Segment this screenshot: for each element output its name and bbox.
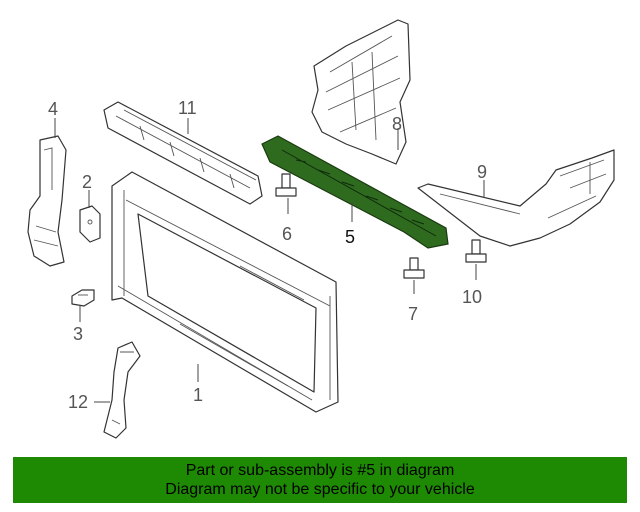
part-3-bolt[interactable] bbox=[71, 289, 95, 307]
callout-9: 9 bbox=[477, 162, 487, 182]
part-6-screw[interactable] bbox=[275, 173, 297, 197]
part-7-fastener[interactable] bbox=[403, 257, 425, 279]
callout-4: 4 bbox=[48, 99, 58, 119]
callout-2: 2 bbox=[82, 172, 92, 192]
callout-6: 6 bbox=[282, 224, 292, 244]
callout-1: 1 bbox=[193, 385, 203, 405]
callout-3: 3 bbox=[73, 324, 83, 344]
callout-10: 10 bbox=[462, 287, 482, 307]
banner-line-1: Part or sub-assembly is #5 in diagram bbox=[185, 462, 455, 479]
callout-7: 7 bbox=[408, 304, 418, 324]
part-9-lower-deflector[interactable] bbox=[417, 149, 615, 247]
part-1-radiator-support[interactable] bbox=[111, 171, 339, 413]
callout-8: 8 bbox=[392, 114, 402, 134]
callout-12: 12 bbox=[68, 392, 88, 412]
part-2-bracket[interactable] bbox=[79, 205, 101, 243]
info-banner: Part or sub-assembly is #5 in diagram Di… bbox=[13, 457, 627, 503]
parts-diagram: 4 2 3 11 1 12 6 bbox=[27, 19, 615, 439]
part-12-lower-bracket[interactable] bbox=[103, 341, 141, 439]
banner-line-2: Diagram may not be specific to your vehi… bbox=[165, 481, 475, 498]
callout-11: 11 bbox=[178, 98, 197, 118]
part-8-deflector[interactable] bbox=[311, 19, 411, 165]
callout-5: 5 bbox=[345, 227, 355, 247]
part-5-lower-cover[interactable] bbox=[261, 135, 449, 249]
part-10-bolt[interactable] bbox=[465, 239, 487, 263]
part-4-air-guide[interactable] bbox=[27, 135, 67, 267]
part-11-upper-cover[interactable] bbox=[103, 101, 263, 205]
